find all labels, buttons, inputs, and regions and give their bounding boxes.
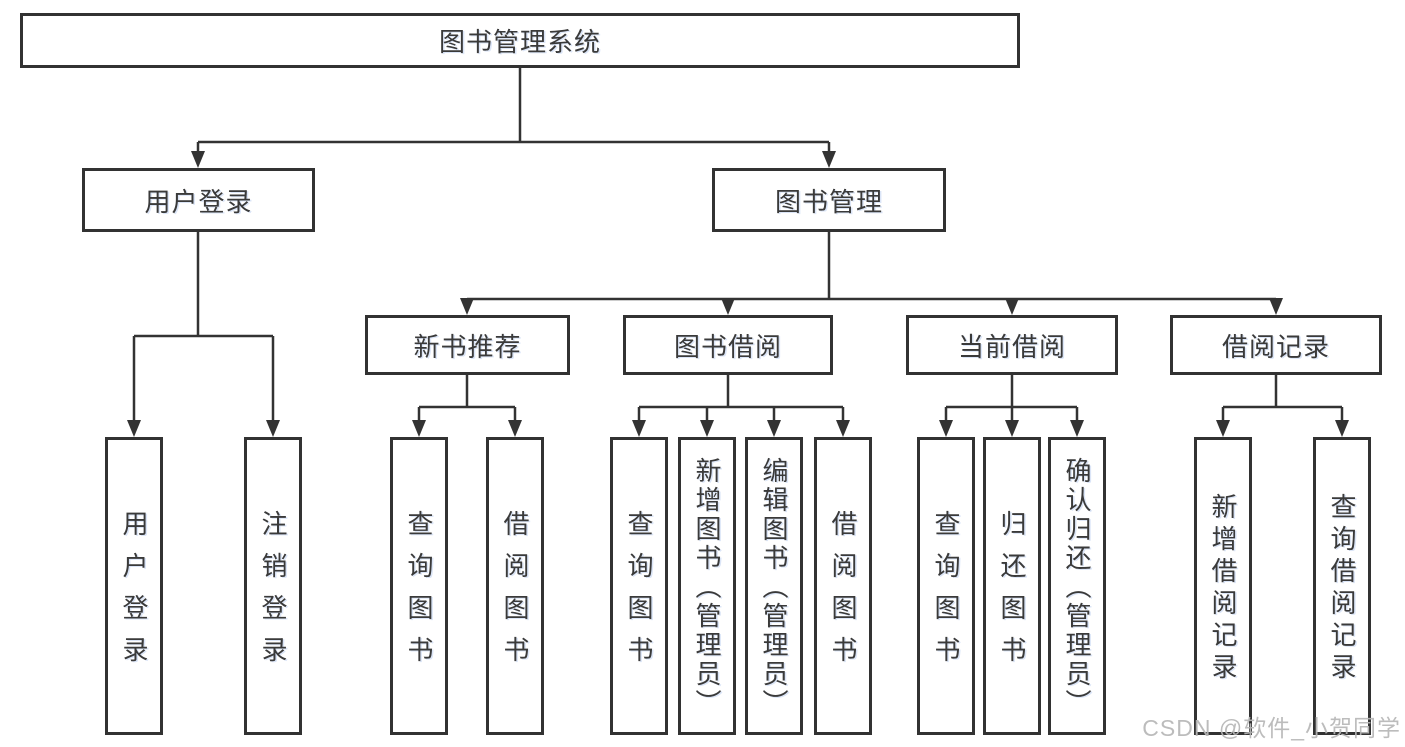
leaf-query-borrow-record: 查询借阅记录 xyxy=(1313,437,1371,735)
watermark-text: CSDN @软件_小贺同学 xyxy=(1142,715,1401,741)
arrowhead xyxy=(632,420,646,437)
leaf-logout: 注销登录 xyxy=(244,437,302,735)
leaf-add-book-admin-label: 新增图书（管理员） xyxy=(692,457,722,718)
leaf-borrow-book-recommend-label: 借阅图书 xyxy=(500,510,530,678)
node-borrow-record-label: 借阅记录 xyxy=(1221,331,1330,362)
leaf-query-book-current: 查询图书 xyxy=(917,437,975,735)
arrowhead xyxy=(1269,298,1283,315)
connector-root-to-level1 xyxy=(196,68,831,154)
arrowhead xyxy=(939,420,953,437)
leaf-query-book-borrow-label: 查询图书 xyxy=(624,510,654,678)
connector-newbook-branch xyxy=(417,375,517,423)
node-user-login-label: 用户登录 xyxy=(144,186,253,217)
leaf-query-book-recommend: 查询图书 xyxy=(390,437,448,735)
arrowhead xyxy=(1005,298,1019,315)
leaf-add-borrow-record: 新增借阅记录 xyxy=(1194,437,1252,735)
leaf-add-borrow-record-label: 新增借阅记录 xyxy=(1208,493,1238,685)
leaf-query-book-borrow: 查询图书 xyxy=(610,437,668,735)
arrowhead xyxy=(822,151,836,168)
arrowhead xyxy=(1335,420,1349,437)
node-current-borrow: 当前借阅 xyxy=(906,315,1118,375)
arrowhead xyxy=(191,151,205,168)
node-new-book-recommend-label: 新书推荐 xyxy=(413,331,522,362)
leaf-return-book: 归还图书 xyxy=(983,437,1041,735)
leaf-add-book-admin: 新增图书（管理员） xyxy=(678,437,736,735)
connector-borrow-branch xyxy=(637,375,845,423)
leaf-logout-label: 注销登录 xyxy=(258,510,288,678)
node-new-book-recommend: 新书推荐 xyxy=(365,315,570,375)
connector-userlogin-branch xyxy=(132,232,275,423)
node-book-management-label: 图书管理 xyxy=(774,186,883,217)
leaf-query-book-current-label: 查询图书 xyxy=(931,510,961,678)
node-root-label: 图书管理系统 xyxy=(438,27,601,57)
arrowhead xyxy=(721,298,735,315)
arrowhead xyxy=(460,298,474,315)
leaf-confirm-return-admin-label: 确认归还（管理员） xyxy=(1062,457,1092,718)
connector-bookmgmt-branch xyxy=(465,232,1278,301)
leaf-edit-book-admin-label: 编辑图书（管理员） xyxy=(759,457,789,718)
arrowhead xyxy=(508,420,522,437)
connector-current-branch xyxy=(944,375,1079,423)
leaf-user-login: 用户登录 xyxy=(105,437,163,735)
node-user-login: 用户登录 xyxy=(82,168,315,232)
leaf-user-login-label: 用户登录 xyxy=(119,510,149,678)
node-book-management: 图书管理 xyxy=(712,168,946,232)
leaf-edit-book-admin: 编辑图书（管理员） xyxy=(745,437,803,735)
arrowhead xyxy=(266,420,280,437)
node-book-borrow: 图书借阅 xyxy=(623,315,833,375)
node-book-borrow-label: 图书借阅 xyxy=(673,331,782,362)
arrowhead xyxy=(767,420,781,437)
arrowhead xyxy=(1005,420,1019,437)
arrowhead xyxy=(700,420,714,437)
leaf-return-book-label: 归还图书 xyxy=(997,510,1027,678)
node-borrow-record: 借阅记录 xyxy=(1170,315,1382,375)
arrowhead xyxy=(127,420,141,437)
arrowhead xyxy=(1216,420,1230,437)
leaf-borrow-book-label: 借阅图书 xyxy=(828,510,858,678)
node-current-borrow-label: 当前借阅 xyxy=(957,331,1066,362)
arrowhead xyxy=(1070,420,1084,437)
leaf-confirm-return-admin: 确认归还（管理员） xyxy=(1048,437,1106,735)
arrowhead xyxy=(412,420,426,437)
leaf-borrow-book-recommend: 借阅图书 xyxy=(486,437,544,735)
node-root: 图书管理系统 xyxy=(20,13,1020,68)
leaf-borrow-book: 借阅图书 xyxy=(814,437,872,735)
connector-record-branch xyxy=(1221,375,1344,423)
arrowhead xyxy=(836,420,850,437)
leaf-query-borrow-record-label: 查询借阅记录 xyxy=(1327,493,1357,685)
leaf-query-book-recommend-label: 查询图书 xyxy=(404,510,434,678)
